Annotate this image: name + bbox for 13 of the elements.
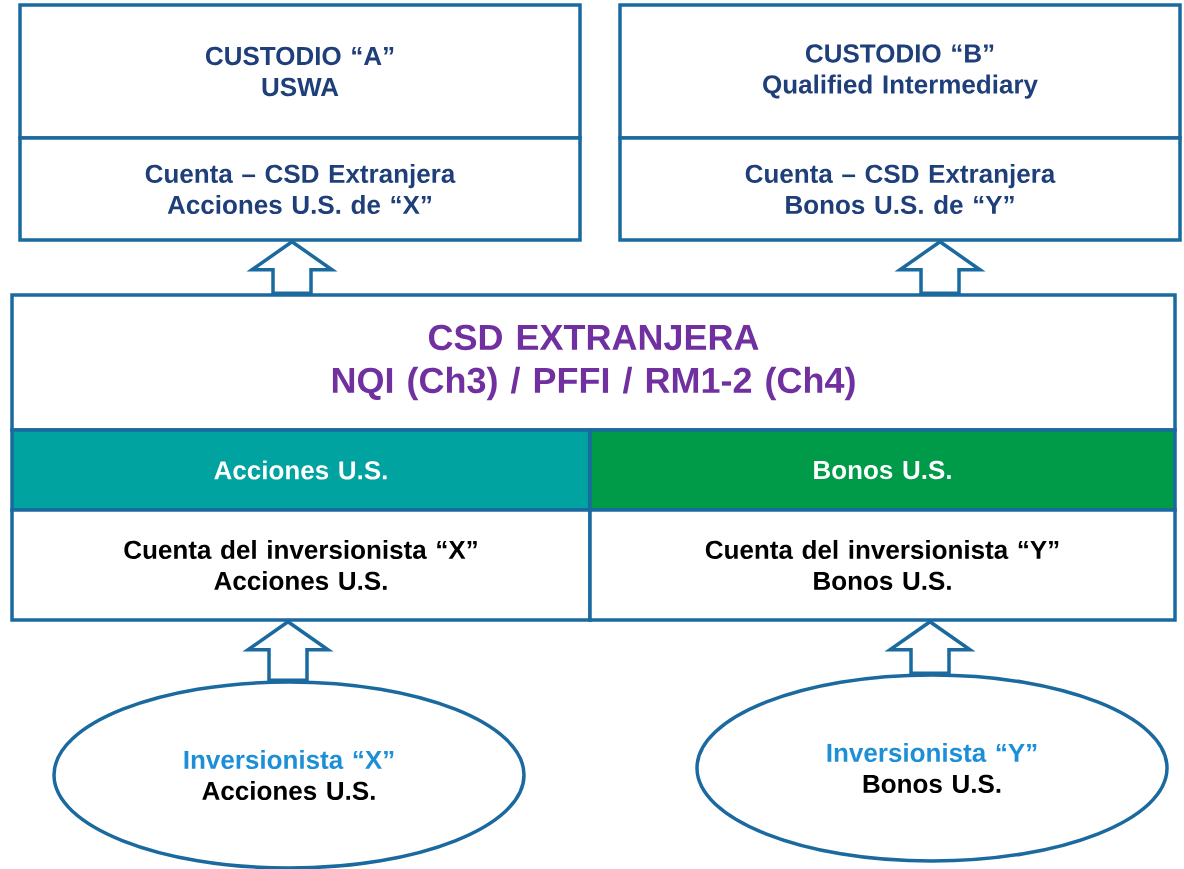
block-arrow	[242, 619, 334, 682]
block-arrow	[246, 239, 338, 295]
account-box: Cuenta – CSD Extranjera Bonos U.S. de “Y”	[618, 136, 1182, 242]
category-band: Bonos U.S.	[588, 428, 1177, 512]
block-arrow	[884, 619, 976, 675]
custodian-box: CUSTODIO “B” Qualified Intermediary	[618, 3, 1182, 140]
header-box: CSD EXTRANJERA NQI (Ch3) / PFFI / RM1-2 (Ch4)	[10, 293, 1177, 432]
account-box: Cuenta del inversionista “X” Acciones U.S.	[10, 508, 592, 622]
custodian-box: CUSTODIO “A” USWA	[18, 3, 582, 140]
account-box: Cuenta del inversionista “Y” Bonos U.S.	[588, 508, 1177, 622]
block-arrow	[894, 239, 986, 295]
category-band: Acciones U.S.	[10, 428, 592, 512]
account-box: Cuenta – CSD Extranjera Acciones U.S. de “X”	[18, 136, 582, 242]
